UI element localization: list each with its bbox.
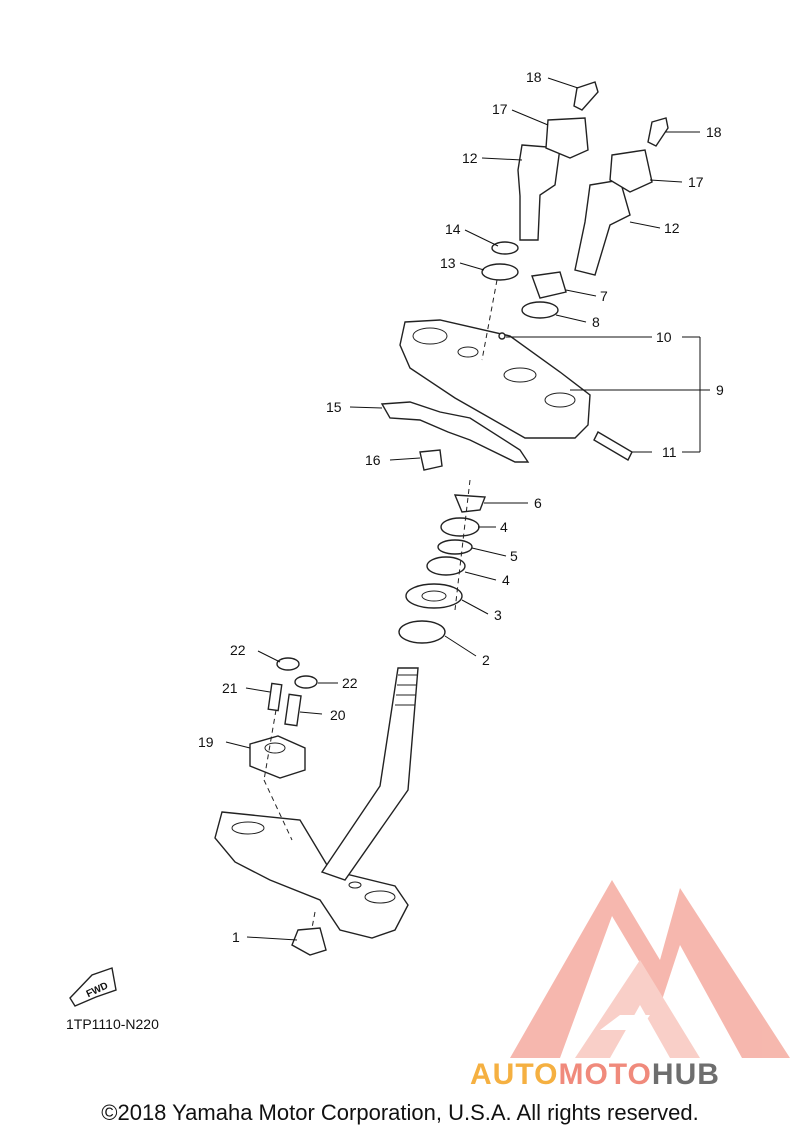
- diagram-code: 1TP1110-N220: [66, 1016, 159, 1032]
- label-13: 13: [440, 255, 456, 271]
- label-14: 14: [445, 221, 461, 237]
- bush-1: [291, 927, 327, 956]
- brand-part3: HUB: [651, 1058, 720, 1091]
- damper-13: [481, 263, 519, 281]
- label-12-left: 12: [462, 150, 478, 166]
- label-17-right: 17: [688, 174, 704, 190]
- label-19: 19: [198, 734, 214, 750]
- grommet-10: [498, 332, 506, 340]
- upper-holder-17-right: [609, 149, 653, 193]
- label-16: 16: [365, 452, 381, 468]
- cap-22-b: [294, 675, 318, 689]
- label-22-left: 22: [230, 642, 246, 658]
- label-5: 5: [510, 548, 518, 564]
- label-4-lower: 4: [502, 572, 510, 588]
- bolt-18-left: [573, 81, 599, 111]
- ring-nut-4-lower: [426, 556, 466, 576]
- washer-5: [437, 539, 473, 555]
- brand-part2: MOTO: [558, 1058, 652, 1091]
- bearing-race-3: [405, 583, 463, 609]
- leader-lines: [225, 77, 710, 941]
- nut-7: [531, 271, 567, 299]
- handlebar-holder-left: [517, 144, 561, 241]
- label-4-upper: 4: [500, 519, 508, 535]
- steering-stem: [320, 667, 419, 881]
- label-3: 3: [494, 607, 502, 623]
- cap-22-a: [276, 657, 300, 671]
- label-7: 7: [600, 288, 608, 304]
- bolt-11: [593, 431, 633, 461]
- label-11: 11: [662, 444, 677, 460]
- bearing-2: [398, 620, 446, 644]
- washer-14: [491, 241, 519, 255]
- label-10: 10: [656, 329, 672, 345]
- fwd-arrow-icon: FWD: [69, 967, 117, 1007]
- bolt-20: [284, 693, 302, 727]
- label-1: 1: [232, 929, 240, 945]
- label-18-right: 18: [706, 124, 722, 140]
- label-12-right: 12: [664, 220, 680, 236]
- washer-8: [521, 301, 559, 319]
- lock-washer-6: [453, 494, 486, 513]
- label-9: 9: [716, 382, 724, 398]
- label-8: 8: [592, 314, 600, 330]
- handlebar-holder-right: [574, 179, 631, 276]
- label-22-right: 22: [342, 675, 358, 691]
- label-20: 20: [330, 707, 346, 723]
- label-17-left: 17: [492, 101, 508, 117]
- cable-holder: [249, 735, 306, 779]
- bolt-21: [267, 682, 283, 712]
- part-number-labels: 18 17 12 14 13 18 17 12 7 8 10 9 11 15 1…: [198, 69, 724, 945]
- upper-holder-17-left: [545, 117, 589, 159]
- stay-15: [380, 401, 530, 463]
- bolt-18-right: [647, 117, 669, 147]
- label-18-left: 18: [526, 69, 542, 85]
- label-2: 2: [482, 652, 490, 668]
- label-6: 6: [534, 495, 542, 511]
- watermark-logo-icon: [510, 880, 790, 1058]
- copyright-text: ©2018 Yamaha Motor Corporation, U.S.A. A…: [101, 1100, 699, 1125]
- upper-bracket: [399, 319, 591, 439]
- ring-nut-4-upper: [440, 517, 480, 537]
- label-15: 15: [326, 399, 342, 415]
- brand-part1: AUTO: [470, 1058, 559, 1091]
- label-21: 21: [222, 680, 238, 696]
- nut-16: [419, 449, 443, 471]
- watermark-brand: AUTOMOTOHUB: [470, 1058, 720, 1092]
